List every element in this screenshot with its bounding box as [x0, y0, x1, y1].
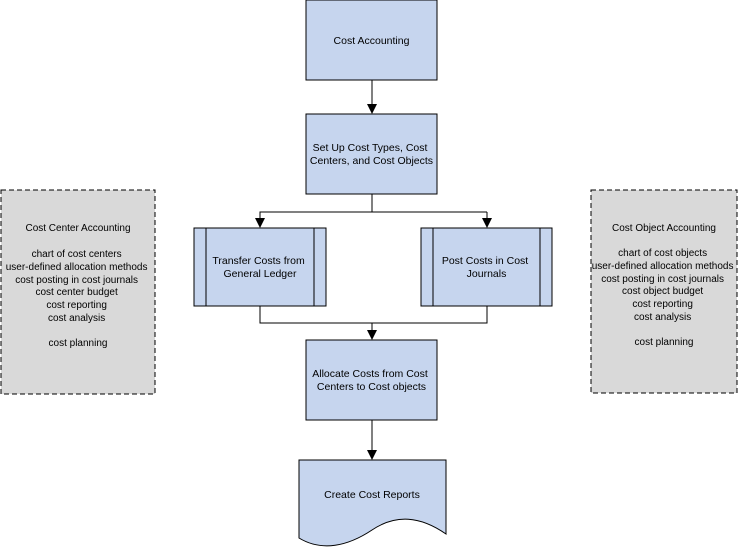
connectors [255, 80, 492, 460]
node-set-up-box [305, 113, 438, 195]
node-cost-accounting-box [305, 0, 438, 81]
node-set-up-label: Set Up Cost Types, Cost Centers, and Cos… [310, 142, 433, 167]
connector-transfer-to-merge [259, 306, 488, 324]
panel-cost-object-title: Cost Object Accounting [612, 223, 716, 234]
list-item: cost reporting [46, 300, 107, 311]
node-cost-accounting-label: Cost Accounting [334, 35, 410, 47]
panel-cost-object-items: chart of cost objects user-defined alloc… [592, 248, 737, 348]
node-transfer-label: Transfer Costs from General Ledger [212, 255, 307, 280]
list-item: cost analysis [48, 313, 105, 324]
node-post-label: Post Costs in Cost Journals [442, 255, 531, 280]
node-post: Post Costs in Cost Journals [420, 227, 553, 307]
list-item: cost planning [635, 337, 694, 348]
node-transfer: Transfer Costs from General Ledger [193, 227, 327, 307]
node-reports: Create Cost Reports [298, 459, 447, 547]
panel-cost-center-items: chart of cost centers user-defined alloc… [6, 249, 151, 349]
node-cost-accounting: Cost Accounting [305, 0, 438, 81]
connector-setup-split [255, 194, 373, 228]
panel-cost-object-accounting: Cost Object Accounting chart of cost obj… [590, 189, 738, 394]
list-item: cost center budget [35, 287, 117, 298]
node-allocate-label: Allocate Costs from Cost Centers to Cost… [312, 368, 430, 393]
list-item: cost planning [49, 338, 108, 349]
list-item: cost analysis [634, 312, 691, 323]
list-item: cost reporting [632, 299, 693, 310]
node-transfer-box [193, 227, 327, 307]
panel-cost-object-box [590, 189, 738, 394]
node-allocate-box [305, 339, 438, 421]
node-set-up: Set Up Cost Types, Cost Centers, and Cos… [305, 113, 438, 195]
panel-cost-center-accounting: Cost Center Accounting chart of cost cen… [0, 189, 156, 395]
list-item: cost object budget [622, 286, 703, 297]
node-post-box [420, 227, 553, 307]
list-item: chart of cost objects [618, 248, 707, 259]
list-item: cost posting in cost journals [15, 275, 138, 286]
list-item: user-defined allocation methods [6, 262, 148, 273]
list-item: cost posting in cost journals [601, 274, 724, 285]
node-allocate: Allocate Costs from Cost Centers to Cost… [305, 339, 438, 421]
node-reports-document-shape [298, 459, 447, 547]
panel-cost-center-box [0, 189, 156, 395]
list-item: user-defined allocation methods [592, 261, 734, 272]
node-reports-label: Create Cost Reports [324, 489, 420, 501]
list-item: chart of cost centers [32, 249, 122, 260]
panel-cost-center-title: Cost Center Accounting [25, 223, 130, 234]
